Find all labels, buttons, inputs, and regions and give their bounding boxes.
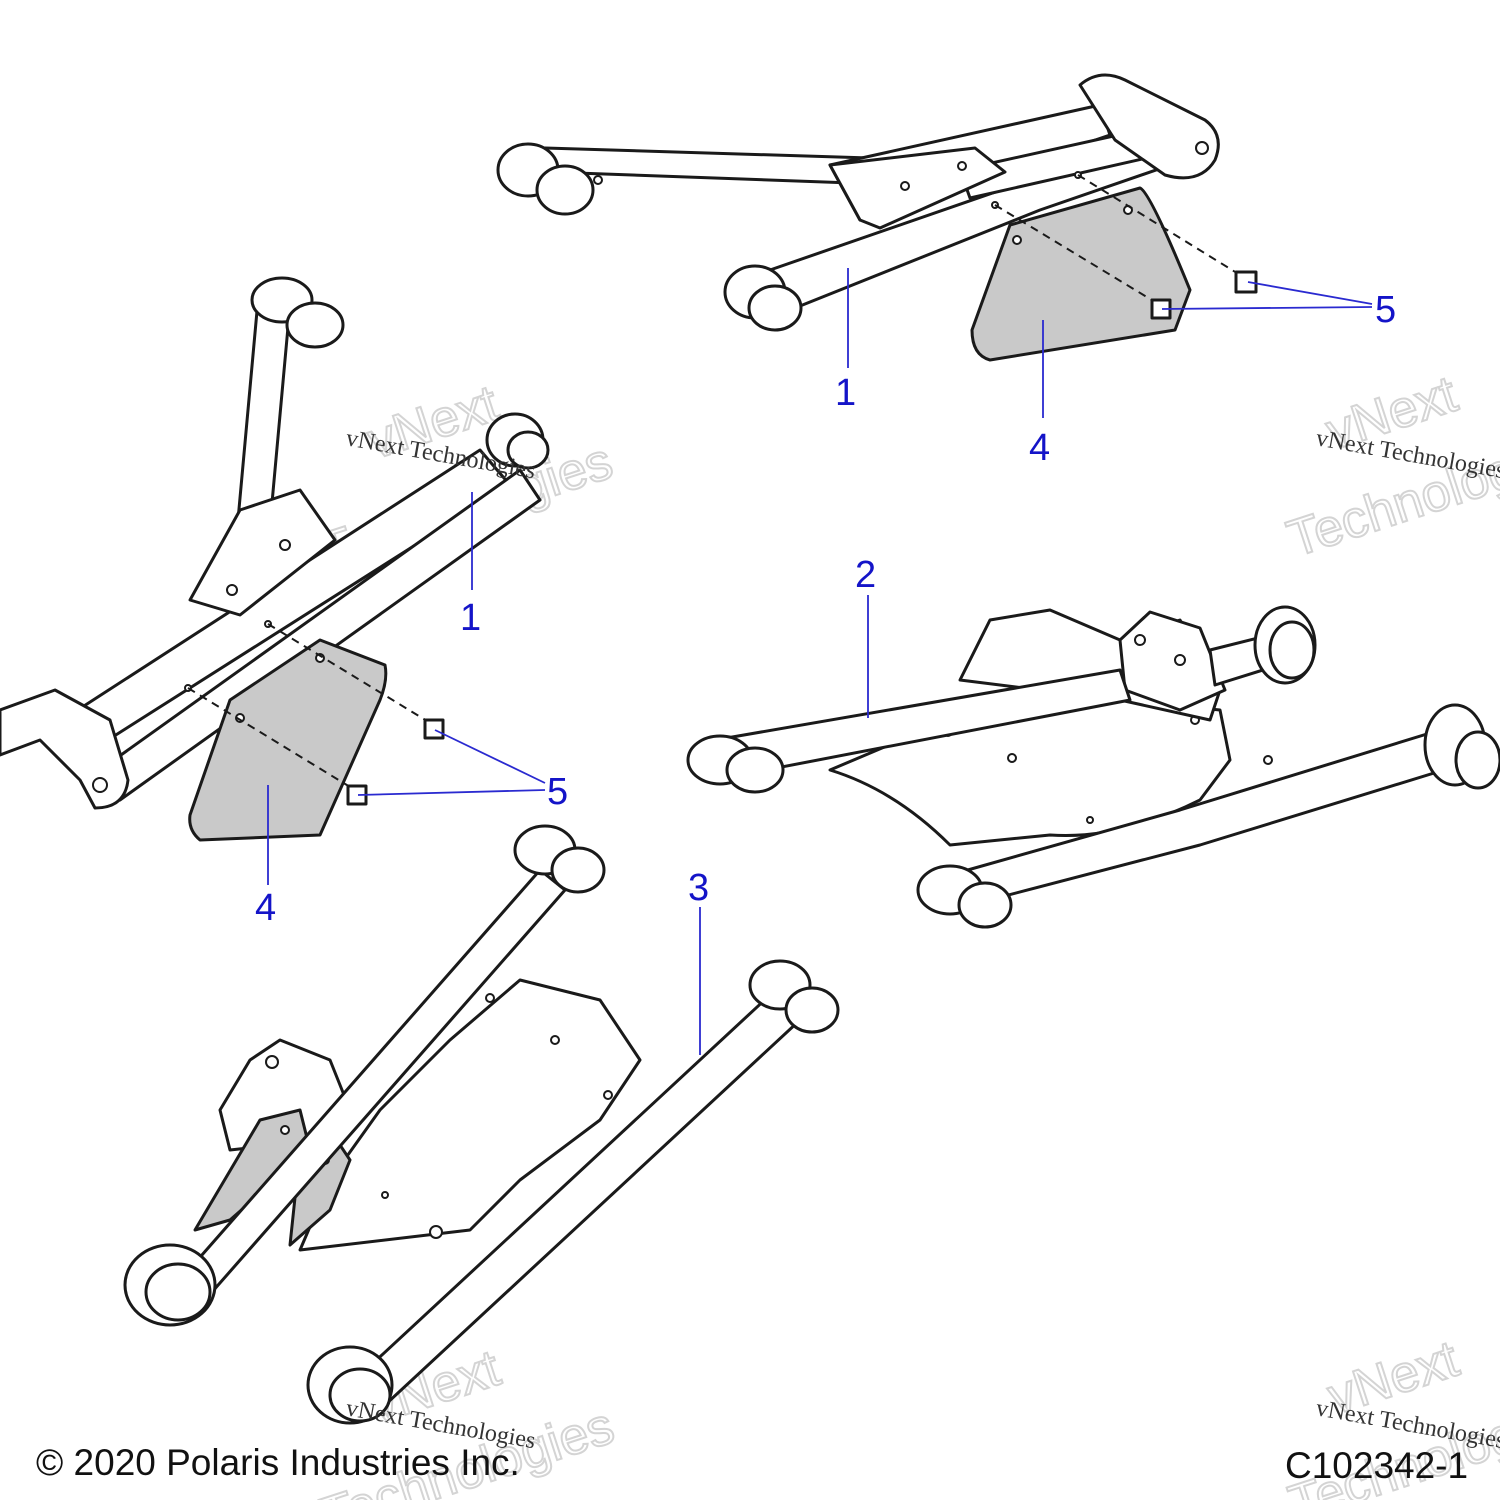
callout-1-left: 1	[460, 597, 481, 639]
leader-lines	[267, 268, 1373, 1055]
copyright-text: © 2020 Polaris Industries Inc.	[36, 1442, 520, 1483]
callout-4-upper-right: 4	[1029, 427, 1050, 469]
callout-5-upper-right: 5	[1375, 289, 1396, 331]
callout-2: 2	[855, 554, 876, 596]
bolts-right	[994, 174, 1258, 320]
callout-1-upper-right: 1	[835, 372, 856, 414]
callout-3: 3	[688, 867, 709, 909]
diagram-code: C102342-1	[1285, 1445, 1469, 1486]
lower-a-arm-right	[686, 605, 1500, 929]
callout-5-left: 5	[547, 771, 568, 813]
callout-4-left: 4	[255, 887, 276, 929]
upper-a-arm-right	[496, 73, 1220, 332]
skid-shield-right	[970, 186, 1192, 362]
bolts-left	[187, 623, 445, 806]
upper-a-arm-left	[0, 276, 550, 810]
lower-a-arm-left	[123, 824, 840, 1425]
